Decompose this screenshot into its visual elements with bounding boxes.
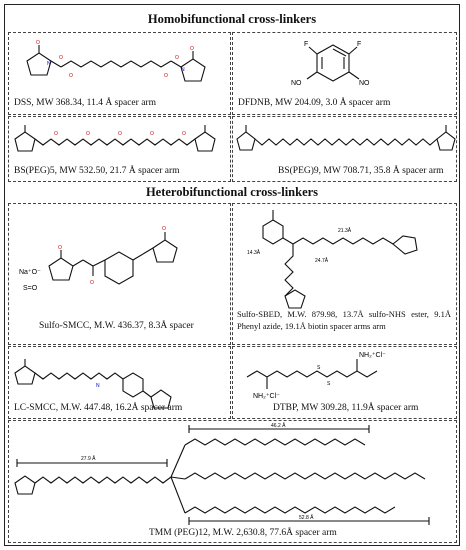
dfdnb-structure: F F NO NO — [291, 41, 370, 87]
dfdnb-f-right: F — [357, 41, 361, 48]
svg-text:S: S — [327, 381, 331, 387]
sodium-label: Na⁺O⁻ — [19, 269, 41, 276]
sulfo-sbed-structure: 21.3Å 14.3Å 24.7Å — [247, 210, 418, 309]
caption-bspeg9: BS(PEG)9, MW 708.71, 35.8 Å spacer arm — [278, 166, 444, 176]
tmm-label-462: 46.2 Å — [271, 422, 286, 429]
caption-sulfo-smcc: Sulfo-SMCC, M.W. 436.37, 8.3Å spacer — [39, 321, 194, 331]
dss-structure: O O O O N N O O — [26, 40, 206, 82]
tmm-label-528: 52.8 Å — [299, 514, 314, 521]
svg-text:O: O — [164, 73, 168, 79]
svg-text:O: O — [150, 131, 154, 137]
bspeg5-structure: O O O O O — [14, 125, 216, 152]
svg-text:N: N — [47, 61, 51, 67]
figure-frame: Homobifunctional cross-linkers O O O O N… — [4, 4, 460, 546]
svg-text:O: O — [58, 245, 62, 251]
caption-dtbp: DTBP, MW 309.28, 11.9Å spacer arm — [273, 403, 419, 413]
caption-lc-smcc: LC-SMCC, M.W. 447.48, 16.2Å spacer arm — [14, 403, 183, 413]
tmm-peg12-structure: 27.9 Å 46.2 Å 52.8 Å — [14, 422, 430, 525]
section-title-heterobifunctional: Heterobifunctional cross-linkers — [145, 185, 319, 199]
dfdnb-no2-left: NO — [291, 80, 302, 87]
svg-text:O: O — [69, 73, 73, 79]
lc-smcc-structure: N — [14, 359, 172, 409]
svg-text:O: O — [162, 226, 166, 232]
tmm-label-279: 27.9 Å — [81, 455, 96, 462]
section-title-homobifunctional: Homobifunctional cross-linkers — [147, 12, 317, 26]
sbed-label-213: 21.3Å — [338, 227, 352, 234]
caption-sulfo-sbed: Sulfo-SBED, M.W. 879.98, 13.7Å sulfo-NHS… — [237, 309, 451, 331]
caption-bspeg5: BS(PEG)5, MW 532.50, 21.7 Å spacer arm — [14, 166, 180, 176]
svg-text:O: O — [59, 55, 63, 61]
svg-text:O: O — [182, 131, 186, 137]
sbed-label-247: 24.7Å — [315, 257, 329, 264]
panel-tmm-peg12: 27.9 Å 46.2 Å 52.8 Å TMM (PEG)12, M.W. 2… — [8, 420, 457, 543]
dtbp-bottom-label: NH₂⁺Cl⁻ — [253, 393, 280, 400]
panel-dfdnb: F F NO NO DFDNB, MW 204.09, 3.0 Å spacer… — [232, 32, 457, 115]
sulfo-smcc-structure: Na⁺O⁻ S=O O O O — [19, 226, 178, 292]
caption-dfdnb: DFDNB, MW 204.09, 3.0 Å spacer arm — [238, 98, 391, 108]
panel-dtbp: S S NH₂⁺Cl⁻ NH₂⁺Cl⁻ DTBP, MW 309.28, 11.… — [232, 346, 457, 419]
svg-text:O: O — [190, 46, 194, 52]
svg-text:O: O — [36, 40, 40, 46]
svg-text:O: O — [118, 131, 122, 137]
dfdnb-f-left: F — [304, 41, 308, 48]
svg-text:O: O — [86, 131, 90, 137]
caption-tmm-peg12: TMM (PEG)12, M.W. 2,630.8, 77.6Å spacer … — [149, 528, 337, 538]
svg-text:S: S — [317, 365, 321, 371]
panel-sulfo-sbed: 21.3Å 14.3Å 24.7Å Sulfo-SBED, M.W. 879.9… — [232, 203, 457, 345]
dtbp-top-label: NH₂⁺Cl⁻ — [359, 352, 386, 359]
svg-text:O: O — [90, 280, 94, 286]
dfdnb-no2-right: NO — [359, 80, 370, 87]
sbed-label-143: 14.3Å — [247, 249, 261, 256]
svg-text:O: O — [175, 55, 179, 61]
caption-dss: DSS, MW 368.34, 11.4 Å spacer arm — [14, 98, 156, 108]
sulfonate-label: S=O — [23, 285, 38, 292]
panel-dss: O O O O N N O O DSS, MW 368.34, 11.4 Å s… — [8, 32, 231, 115]
svg-text:N: N — [181, 67, 185, 73]
dtbp-structure: S S NH₂⁺Cl⁻ NH₂⁺Cl⁻ — [246, 352, 386, 400]
panel-sulfo-smcc: Na⁺O⁻ S=O O O O Sulfo-SMCC, M.W. 436.37,… — [8, 203, 231, 345]
panel-lc-smcc: N LC-SMCC, M.W. 447.48, 16.2Å spacer arm — [8, 346, 231, 419]
svg-text:N: N — [96, 383, 100, 389]
panel-bspeg9: BS(PEG)9, MW 708.71, 35.8 Å spacer arm — [232, 116, 457, 182]
svg-text:O: O — [54, 131, 58, 137]
panel-bspeg5: O O O O O BS(PEG)5, MW 532.50, 21.7 Å sp… — [8, 116, 231, 182]
bspeg9-structure — [236, 125, 456, 151]
